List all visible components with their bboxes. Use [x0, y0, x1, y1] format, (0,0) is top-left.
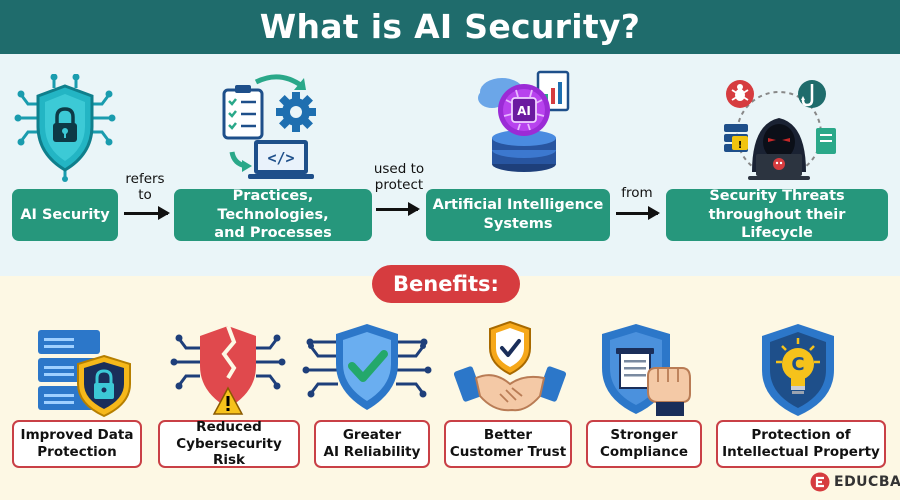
connector-arrow-3	[616, 206, 660, 220]
connector-label-from: from	[621, 185, 653, 201]
connector-label-refers-to: refers to	[125, 171, 165, 203]
benefit-stronger-compliance: Stronger Compliance	[586, 420, 702, 468]
svg-text:AI: AI	[517, 104, 531, 118]
svg-text:C: C	[791, 354, 804, 375]
flow-box-ai-security: AI Security	[12, 189, 118, 241]
benefit-protection-of-ip: Protection of Intellectual Property	[716, 420, 886, 468]
connector-label-used-to-protect: used to protect	[373, 161, 425, 193]
benefits-heading: Benefits:	[372, 265, 520, 303]
connector-arrow-2	[376, 202, 420, 216]
svg-text:</>: </>	[267, 149, 294, 167]
svg-text:!: !	[738, 140, 743, 151]
handshake-badge-icon	[454, 320, 566, 412]
flow-box-practices: Practices, Technologies, and Processes	[174, 188, 372, 241]
shield-lock-circuit-icon	[14, 74, 116, 182]
benefit-greater-ai-reliability: Greater AI Reliability	[314, 420, 430, 468]
connector-arrow-1	[124, 206, 170, 220]
page-title: What is AI Security?	[0, 0, 900, 54]
flow-box-security-threats: Security Threats throughout their Lifecy…	[666, 188, 888, 241]
server-lock-icon	[38, 330, 131, 418]
broken-shield-warning-icon	[170, 325, 286, 415]
educba-logo-icon	[810, 472, 830, 492]
shield-check-circuit-icon	[302, 324, 432, 410]
brand-name: EDUCBA	[834, 474, 900, 490]
benefit-better-customer-trust: Better Customer Trust	[444, 420, 572, 468]
benefit-improved-data-protection: Improved Data Protection	[12, 420, 142, 468]
checklist-gear-code-icon: </>	[222, 74, 316, 179]
benefit-reduced-cybersecurity-risk: Reduced Cybersecurity Risk	[158, 419, 300, 468]
brand-logo: EDUCBA	[810, 472, 900, 492]
shield-fist-document-icon	[602, 324, 691, 416]
ai-brain-server-icon: AI	[478, 70, 570, 172]
hacker-threats-icon: !	[724, 80, 836, 180]
flow-box-ai-systems: Artificial Intelligence Systems	[426, 189, 610, 241]
shield-bulb-copyright-icon: C	[762, 324, 834, 416]
